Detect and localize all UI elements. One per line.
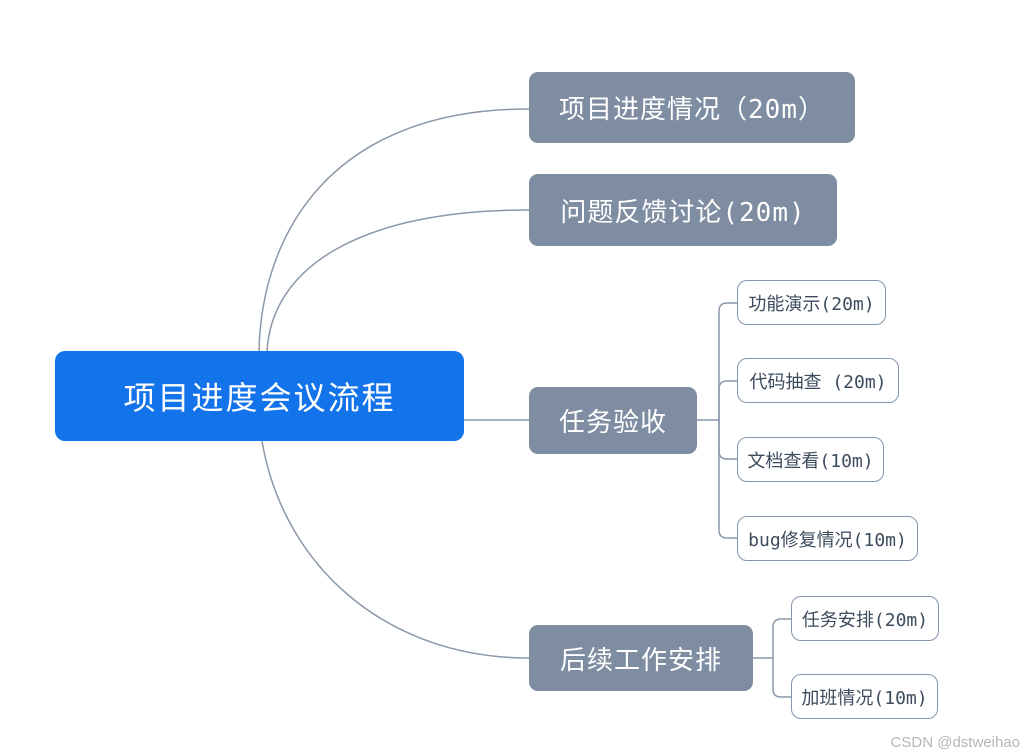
connector-to-feature-demo [718, 302, 738, 421]
connector-to-code-review [718, 380, 738, 421]
connector-to-bugfix [718, 419, 738, 539]
connector-to-task-assignment [772, 618, 792, 659]
connector-root-to-progress [258, 108, 530, 353]
branch-progress-status[interactable]: 项目进度情况（20m） [529, 72, 855, 143]
child-code-review[interactable]: 代码抽查 (20m) [737, 358, 899, 403]
child-doc-check[interactable]: 文档查看(10m) [737, 437, 884, 482]
child-overtime-status[interactable]: 加班情况(10m) [791, 674, 938, 719]
connector-root-to-followup [261, 440, 530, 659]
branch-task-acceptance[interactable]: 任务验收 [529, 387, 697, 454]
connector-to-doc-check [718, 419, 738, 460]
csdn-watermark: CSDN @dstweihao [890, 734, 1020, 751]
connector-to-overtime [772, 657, 792, 698]
branch-followup-work[interactable]: 后续工作安排 [529, 625, 753, 691]
connector-root-to-feedback [266, 209, 530, 353]
child-feature-demo[interactable]: 功能演示(20m) [737, 280, 886, 325]
branch-feedback-discussion[interactable]: 问题反馈讨论(20m) [529, 174, 837, 246]
child-bugfix-status[interactable]: bug修复情况(10m) [737, 516, 918, 561]
root-node-meeting-flow[interactable]: 项目进度会议流程 [55, 351, 464, 441]
child-task-assignment[interactable]: 任务安排(20m) [791, 596, 939, 641]
